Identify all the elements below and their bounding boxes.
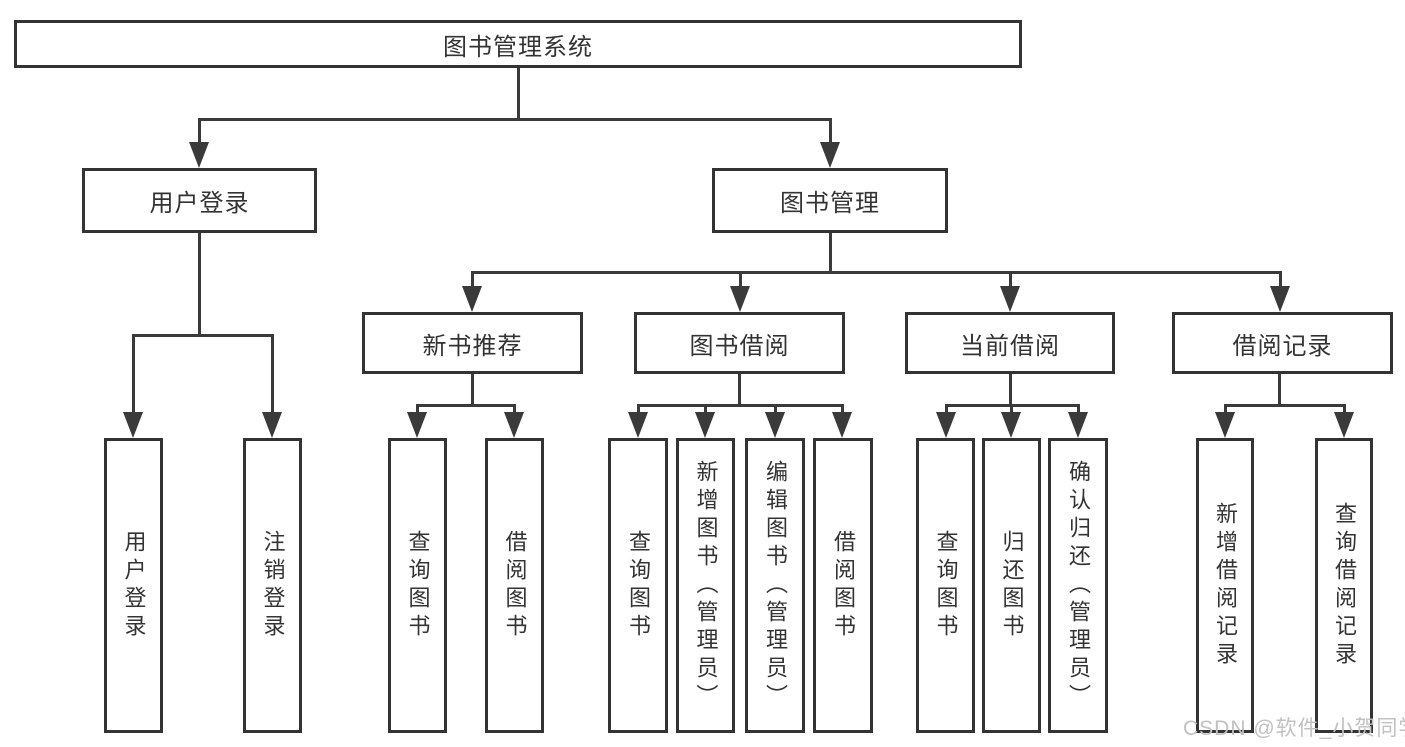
node-book-management-label: 图书管理 bbox=[780, 190, 880, 217]
arrow-down-icon bbox=[1068, 405, 1088, 438]
node-borrow-records: 借阅记录 bbox=[1172, 312, 1393, 374]
connector-level1-hbar bbox=[198, 118, 832, 121]
leaf-user-login: 用户登录 bbox=[104, 438, 163, 733]
connector-current-hbar bbox=[945, 404, 1080, 407]
node-book-borrow-label: 图书借阅 bbox=[689, 332, 790, 360]
node-new-book-recommend: 新书推荐 bbox=[362, 312, 583, 374]
leaf-current-query: 查询图书 bbox=[916, 438, 975, 733]
node-user-login: 用户登录 bbox=[82, 168, 317, 233]
leaf-newbook-borrow-label: 借阅图书 bbox=[502, 529, 528, 642]
leaf-newbook-query-label: 查询图书 bbox=[405, 529, 431, 642]
leaf-record-add: 新增借阅记录 bbox=[1196, 438, 1254, 733]
connector-userlogin-hbar bbox=[132, 334, 274, 337]
node-root-label: 图书管理系统 bbox=[443, 33, 593, 61]
leaf-record-add-label: 新增借阅记录 bbox=[1213, 501, 1238, 670]
connector-records-hbar bbox=[1224, 404, 1346, 407]
connector-newbook-trunk bbox=[471, 374, 474, 407]
arrow-down-icon bbox=[832, 405, 852, 438]
connector-bookmgmt-hbar bbox=[471, 271, 1282, 274]
arrow-down-icon bbox=[1000, 272, 1020, 312]
node-current-borrow: 当前借阅 bbox=[905, 312, 1115, 374]
leaf-current-confirm-return: 确认归还（管理员） bbox=[1048, 438, 1108, 733]
leaf-logout: 注销登录 bbox=[243, 438, 302, 733]
arrow-down-icon bbox=[123, 335, 143, 438]
leaf-current-return-label: 归还图书 bbox=[999, 529, 1025, 642]
leaf-current-query-label: 查询图书 bbox=[933, 529, 959, 642]
node-current-borrow-label: 当前借阅 bbox=[960, 332, 1060, 360]
node-root: 图书管理系统 bbox=[14, 20, 1022, 68]
arrow-down-icon bbox=[936, 405, 956, 438]
leaf-borrow-query: 查询图书 bbox=[608, 438, 668, 733]
arrow-down-icon bbox=[1270, 272, 1290, 312]
leaf-borrow-query-label: 查询图书 bbox=[626, 529, 651, 642]
leaf-current-confirm-return-label: 确认归还（管理员） bbox=[1066, 459, 1091, 712]
leaf-logout-label: 注销登录 bbox=[260, 529, 286, 642]
leaf-borrow-add-book: 新增图书（管理员） bbox=[676, 438, 735, 733]
leaf-newbook-borrow: 借阅图书 bbox=[485, 438, 544, 733]
arrow-down-icon bbox=[820, 119, 840, 168]
arrow-down-icon bbox=[1215, 405, 1235, 438]
leaf-current-return: 归还图书 bbox=[982, 438, 1041, 733]
arrow-down-icon bbox=[695, 405, 715, 438]
leaf-record-query: 查询借阅记录 bbox=[1315, 438, 1373, 733]
connector-records-trunk bbox=[1278, 374, 1281, 407]
leaf-borrow-edit-book-label: 编辑图书（管理员） bbox=[763, 459, 788, 712]
arrow-down-icon bbox=[262, 335, 282, 438]
arrow-down-icon bbox=[189, 119, 209, 168]
connector-borrow-trunk bbox=[738, 374, 741, 407]
connector-current-trunk bbox=[1009, 374, 1012, 407]
node-borrow-records-label: 借阅记录 bbox=[1232, 332, 1333, 360]
connector-borrow-hbar bbox=[637, 404, 844, 407]
node-new-book-recommend-label: 新书推荐 bbox=[422, 332, 523, 360]
arrow-down-icon bbox=[628, 405, 648, 438]
arrow-down-icon bbox=[407, 405, 427, 438]
leaf-borrow-add-book-label: 新增图书（管理员） bbox=[693, 459, 719, 712]
leaf-borrow-book-label: 借阅图书 bbox=[831, 529, 856, 642]
leaf-user-login-label: 用户登录 bbox=[121, 529, 147, 642]
arrow-down-icon bbox=[462, 272, 482, 312]
leaf-borrow-edit-book: 编辑图书（管理员） bbox=[745, 438, 805, 733]
arrow-down-icon bbox=[1334, 405, 1354, 438]
node-book-borrow: 图书借阅 bbox=[634, 312, 845, 374]
arrow-down-icon bbox=[765, 405, 785, 438]
connector-bookmgmt-trunk bbox=[829, 233, 832, 274]
arrow-down-icon bbox=[1001, 405, 1021, 438]
arrow-down-icon bbox=[504, 405, 524, 438]
connector-newbook-hbar bbox=[416, 404, 516, 407]
connector-userlogin-trunk bbox=[198, 233, 201, 337]
csdn-watermark: CSDN @软件_小贺同学 bbox=[1183, 717, 1405, 740]
leaf-record-query-label: 查询借阅记录 bbox=[1332, 501, 1357, 670]
connector-root-trunk bbox=[517, 68, 520, 121]
node-user-login-label: 用户登录 bbox=[149, 190, 250, 217]
arrow-down-icon bbox=[730, 272, 750, 312]
node-book-management: 图书管理 bbox=[712, 168, 948, 233]
leaf-borrow-book: 借阅图书 bbox=[813, 438, 873, 733]
leaf-newbook-query: 查询图书 bbox=[388, 438, 447, 733]
